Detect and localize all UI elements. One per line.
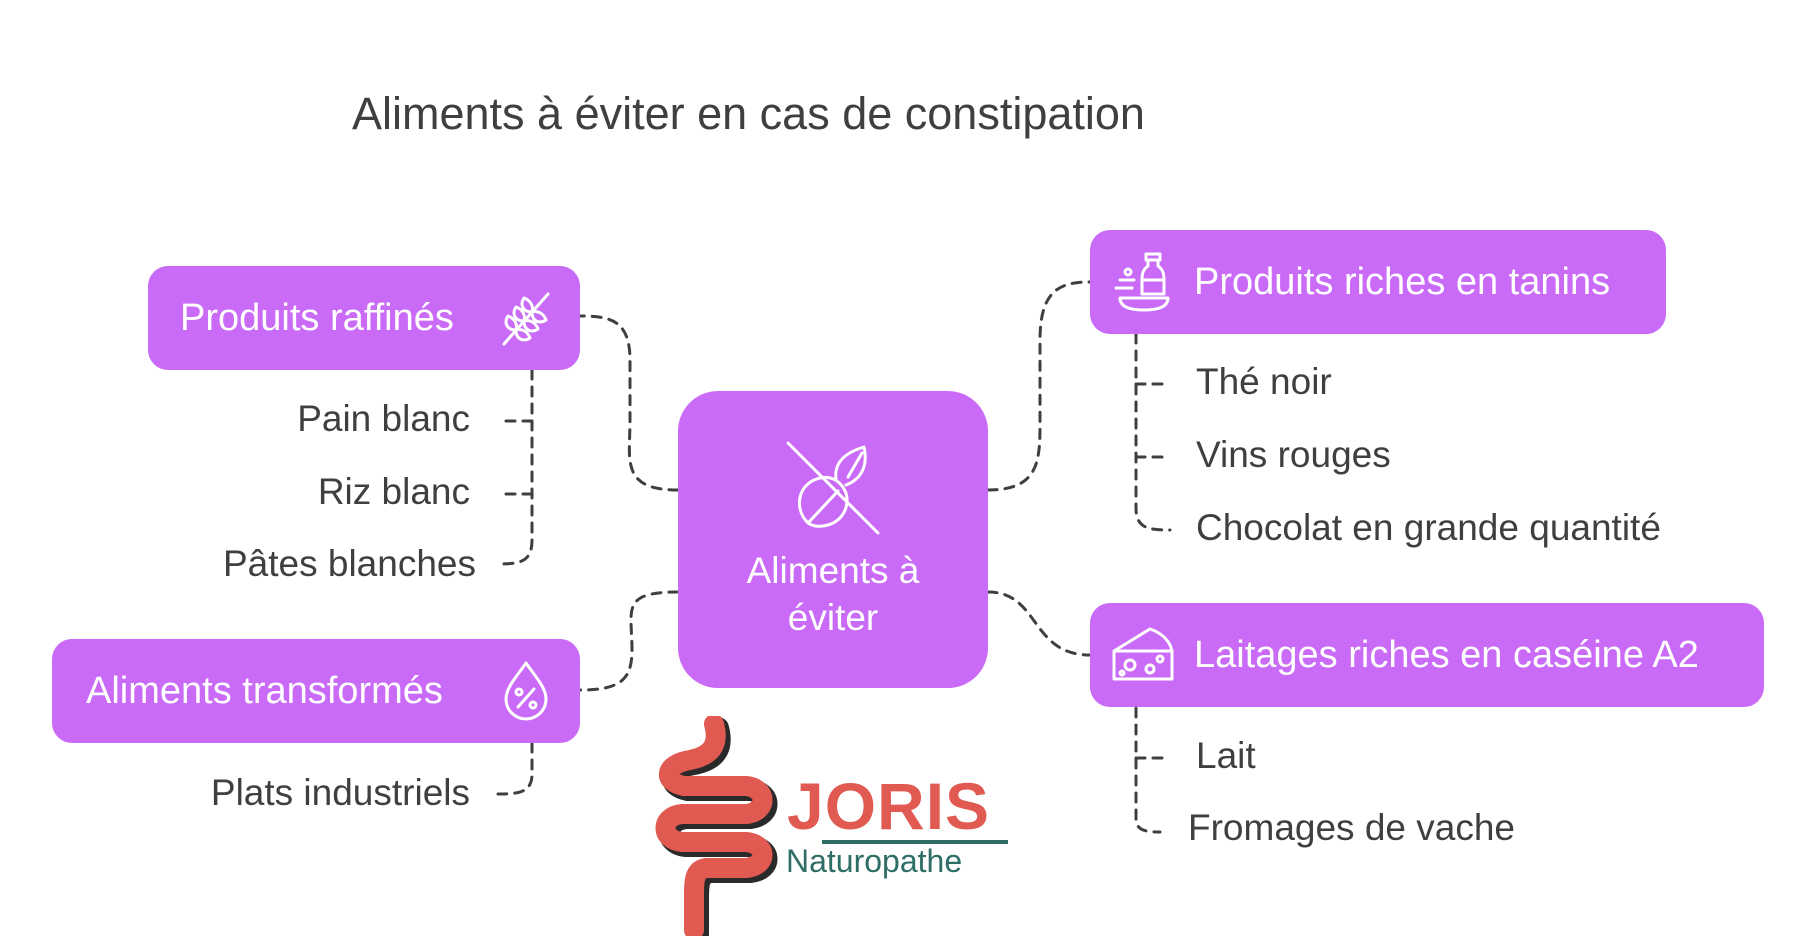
category-tannins-label: Produits riches en tanins	[1194, 260, 1611, 303]
logo-subtitle: Naturopathe	[786, 843, 963, 879]
leaf-fromages-de-vache: Fromages de vache	[1188, 807, 1516, 848]
center-label-line1: Aliments à	[746, 550, 920, 591]
leaf-vins-rouges: Vins rouges	[1196, 434, 1391, 475]
center-node: Aliments à éviter	[678, 391, 988, 688]
wheat-icon	[502, 292, 550, 346]
connector-center-refined	[578, 314, 680, 492]
leaf-riz-blanc: Riz blanc	[317, 471, 470, 512]
bottle-plate-icon	[1114, 252, 1170, 312]
center-label: Aliments à éviter	[678, 547, 988, 641]
leaf-pain-blanc: Pain blanc	[297, 398, 470, 439]
leaf-plats-industriels: Plats industriels	[210, 772, 470, 813]
leaf-lait: Lait	[1196, 735, 1256, 776]
category-tannins-box: Produits riches en tanins	[1090, 230, 1666, 334]
intestine-icon	[655, 716, 778, 936]
logo-name: JORIS	[787, 769, 991, 843]
category-dairy-label: Laitages riches en caséine A2	[1194, 633, 1699, 676]
connector-processed-trunk	[496, 741, 534, 796]
diagram-title: Aliments à éviter en cas de constipation	[352, 88, 1145, 139]
leaf-the-noir: Thé noir	[1196, 361, 1332, 402]
connector-refined-trunk	[496, 368, 534, 566]
connector-center-tannins	[986, 280, 1092, 492]
leaf-chocolat: Chocolat en grande quantité	[1196, 507, 1661, 548]
drop-percent-icon	[504, 661, 548, 721]
category-refined-box: Produits raffinés	[148, 266, 580, 370]
category-processed-box: Aliments transformés	[52, 639, 580, 743]
category-dairy-box: Laitages riches en caséine A2	[1090, 603, 1764, 707]
cheese-icon	[1112, 627, 1174, 681]
leaf-pates-blanches: Pâtes blanches	[222, 543, 476, 584]
crossed-leaf-icon	[786, 441, 880, 535]
connector-tannins-trunk	[1134, 332, 1172, 532]
logo-underline	[822, 840, 1008, 844]
connector-center-processed	[578, 590, 680, 692]
center-label-line2: éviter	[787, 597, 879, 638]
category-refined-label: Produits raffinés	[180, 296, 454, 339]
connector-center-dairy	[986, 590, 1092, 657]
category-processed-label: Aliments transformés	[86, 669, 443, 712]
connector-dairy-trunk	[1134, 706, 1162, 834]
